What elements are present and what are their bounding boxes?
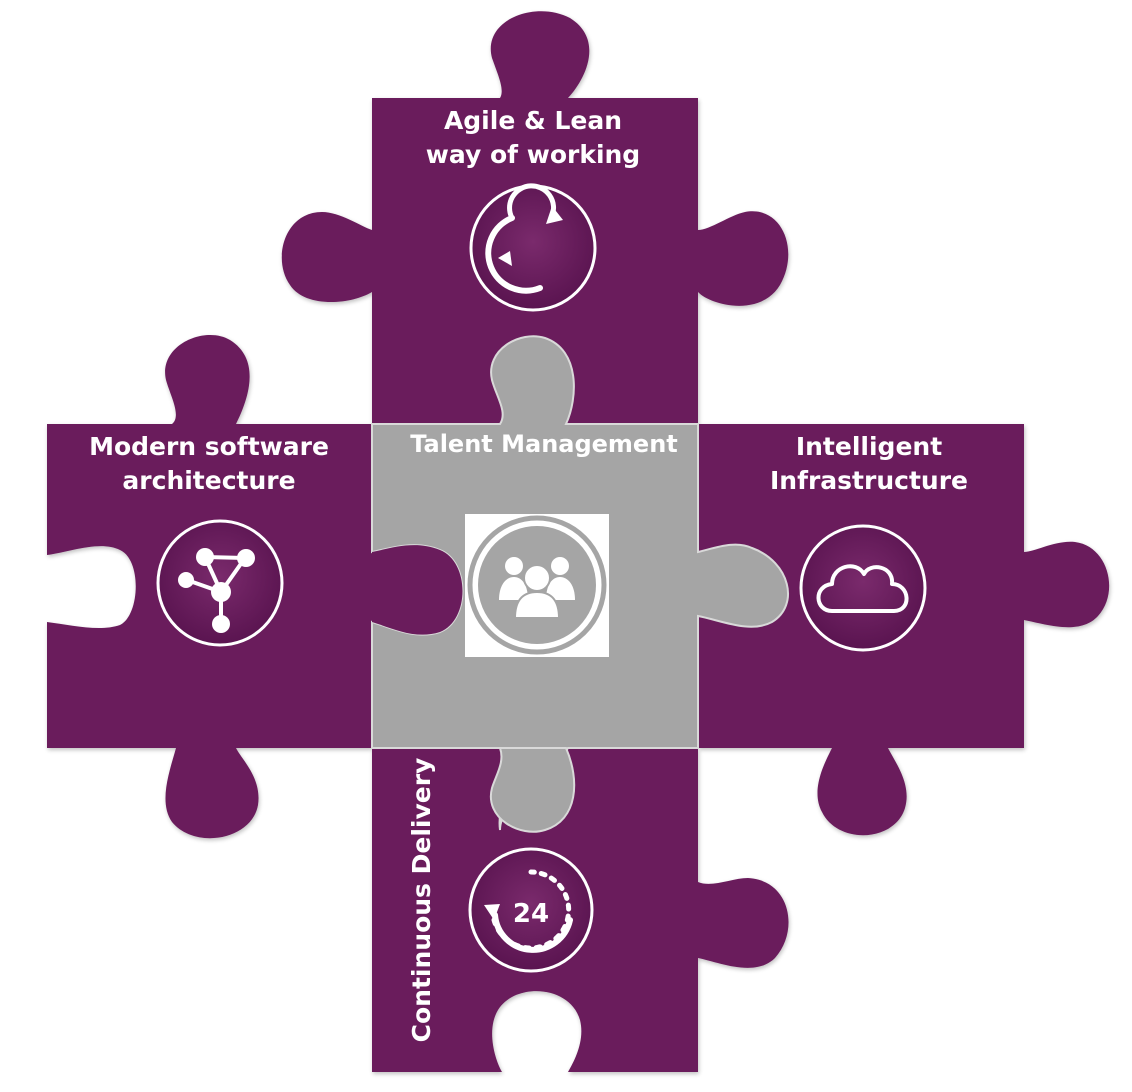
top-piece-label-line-1: Agile & Lean	[444, 106, 622, 135]
network-nodes-icon	[156, 519, 284, 647]
bottom-piece-label: Continuous Delivery	[407, 758, 436, 1043]
24-hour-cycle-icon: 24	[468, 847, 594, 973]
right-piece-label-line-1: Intelligent	[796, 432, 942, 461]
puzzle-piece-center-bottom-knob	[489, 747, 576, 833]
left-piece-label-line-2: architecture	[122, 466, 295, 495]
team-people-icon	[465, 514, 609, 657]
cloud-icon	[799, 524, 927, 652]
puzzle-piece-left-knob	[372, 545, 463, 635]
right-piece-label-line-2: Infrastructure	[770, 466, 968, 495]
left-piece-label-line-1: Modern software	[89, 432, 329, 461]
agile-cycle-icon	[469, 183, 597, 312]
puzzle-piece-top-left-knob	[281, 212, 372, 303]
24-hour-icon-text: 24	[513, 899, 549, 929]
top-piece-label-line-2: way of working	[426, 140, 640, 169]
center-piece-label: Talent Management	[410, 430, 678, 458]
